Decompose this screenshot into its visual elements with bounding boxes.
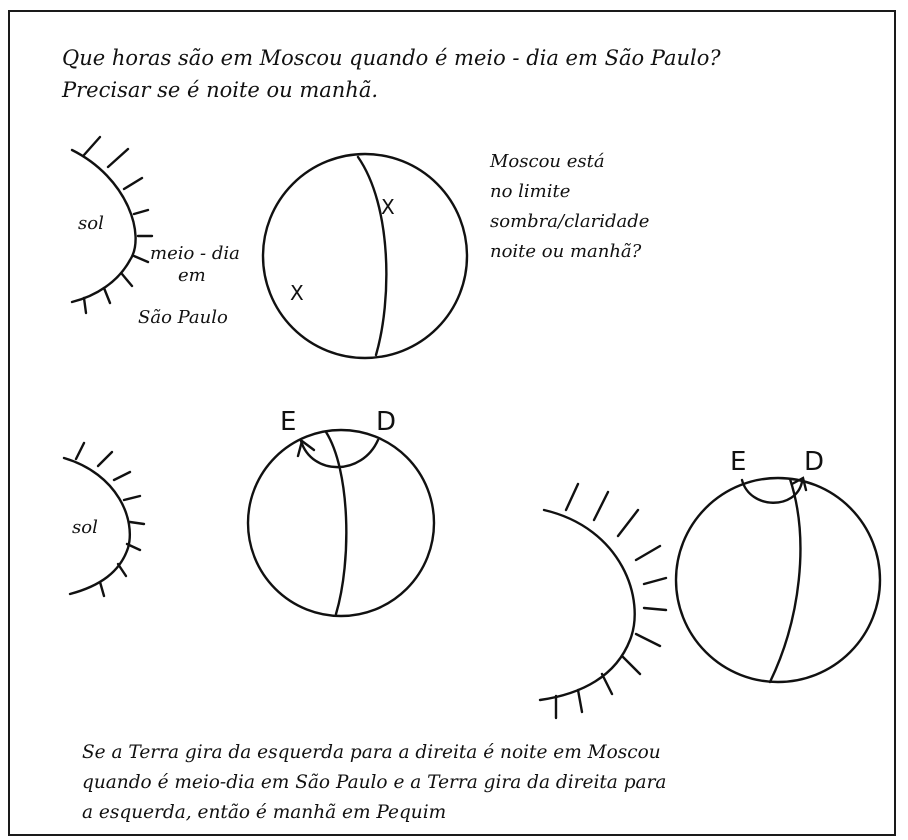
conclusion-line-1: Se a Terra gira da esquerda para a direi… <box>82 742 661 763</box>
note-line-2: no limite <box>490 181 571 202</box>
letter-d-middle: D <box>376 407 397 437</box>
page-frame <box>8 10 896 836</box>
note-line-1: Moscou está <box>490 151 605 172</box>
globe-middle <box>246 428 436 618</box>
noon-label-line-1: meio - dia <box>150 243 240 264</box>
rotation-arc-right <box>740 478 804 504</box>
note-line-4: noite ou manhã? <box>490 241 642 262</box>
terminator-line-top <box>356 155 388 357</box>
sun-rays-right <box>554 482 668 720</box>
place-label-sao-paulo: São Paulo <box>138 307 228 328</box>
rotation-arc-middle <box>299 438 380 469</box>
conclusion-line-3: a esquerda, então é manhã em Pequim <box>82 802 447 823</box>
marker-moscow: X <box>381 195 395 219</box>
sun-label-top: sol <box>78 213 104 234</box>
sun-arc-right <box>538 482 668 720</box>
sun-arc-top <box>70 135 154 315</box>
note-line-3: sombra/claridade <box>490 211 650 232</box>
noon-label-line-2: em <box>178 265 206 286</box>
sun-rays-middle <box>74 441 146 598</box>
terminator-line-right <box>768 477 802 684</box>
marker-sao-paulo: X <box>290 281 304 305</box>
globe-top <box>261 152 469 360</box>
rotation-arrow-right <box>790 476 808 492</box>
globe-right <box>674 476 882 684</box>
sun-rays-top <box>82 135 154 315</box>
sun-arc-middle <box>62 441 146 598</box>
letter-e-right: E <box>730 447 747 477</box>
question-line-1: Que horas são em Moscou quando é meio - … <box>62 46 721 70</box>
sun-label-middle: sol <box>72 517 98 538</box>
terminator-line-middle <box>324 430 348 616</box>
conclusion-line-2: quando é meio-dia em São Paulo e a Terra… <box>82 772 667 793</box>
letter-e-middle: E <box>280 407 297 437</box>
letter-d-right: D <box>804 447 825 477</box>
rotation-arrow-middle <box>296 438 316 458</box>
question-line-2: Precisar se é noite ou manhã. <box>62 78 379 102</box>
